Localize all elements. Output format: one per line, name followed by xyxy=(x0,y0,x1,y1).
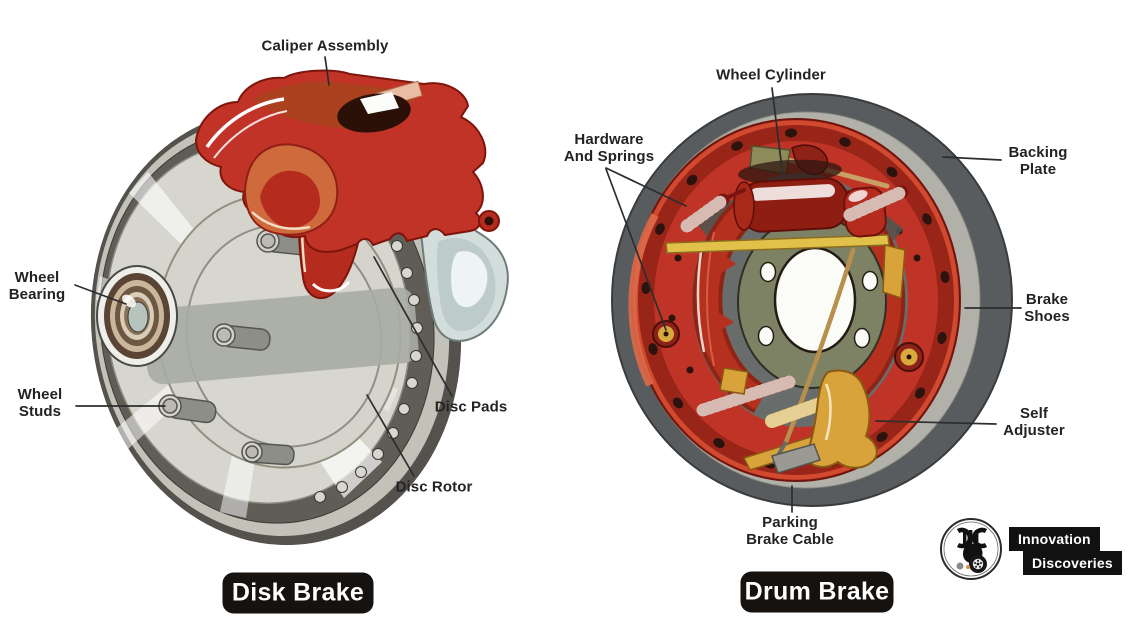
disc-brake-illustration xyxy=(90,69,509,546)
label-disc-pads: Disc Pads xyxy=(434,398,508,416)
label-brake-shoes: Brake Shoes xyxy=(1024,291,1070,325)
leader-lines xyxy=(74,56,1022,513)
leader-caliper-assembly xyxy=(324,56,330,86)
self-adjuster-assembly xyxy=(719,367,878,474)
label-caliper-assembly: Caliper Assembly xyxy=(261,37,389,55)
label-self-adjuster: Self Adjuster xyxy=(1003,405,1065,439)
leader-backing-plate xyxy=(942,156,1002,161)
disk-brake-badge: Disk Brake xyxy=(222,572,374,614)
return-springs xyxy=(680,185,909,417)
caliper-bracket xyxy=(419,222,509,342)
brand-name-line1: Innovation xyxy=(1009,527,1100,551)
anchor-gold-right xyxy=(882,244,906,300)
leader-disc-pads xyxy=(373,256,453,397)
caliper-assembly-body xyxy=(194,69,500,253)
leader-hardware-b xyxy=(605,168,667,331)
leader-self-adjuster xyxy=(875,420,997,425)
drum-brake-illustration xyxy=(611,93,1013,507)
leader-disc-rotor xyxy=(366,394,415,477)
gear-hand-wheel-logo-icon xyxy=(940,518,1002,580)
drum-brake-badge: Drum Brake xyxy=(740,571,894,613)
label-wheel-cylinder: Wheel Cylinder xyxy=(716,66,826,84)
shoe-crossbar xyxy=(665,234,890,254)
hold-down-right xyxy=(894,342,924,372)
hub-slot-band xyxy=(143,287,419,385)
label-wheel-bearing: Wheel Bearing xyxy=(8,269,66,303)
leader-hardware-a xyxy=(605,167,687,207)
label-backing-plate: Backing Plate xyxy=(1008,144,1068,178)
label-parking-brake-cable: Parking Brake Cable xyxy=(746,514,834,548)
label-wheel-studs: Wheel Studs xyxy=(17,386,63,420)
leader-wheel-cylinder xyxy=(771,87,784,178)
label-hardware-and-springs: Hardware And Springs xyxy=(563,131,655,165)
label-disc-rotor: Disc Rotor xyxy=(395,478,473,496)
brand-name-line2: Discoveries xyxy=(1023,551,1122,575)
wheel-bearing xyxy=(96,265,178,367)
hold-down-left xyxy=(652,320,680,348)
leader-wheel-bearing xyxy=(74,284,127,305)
